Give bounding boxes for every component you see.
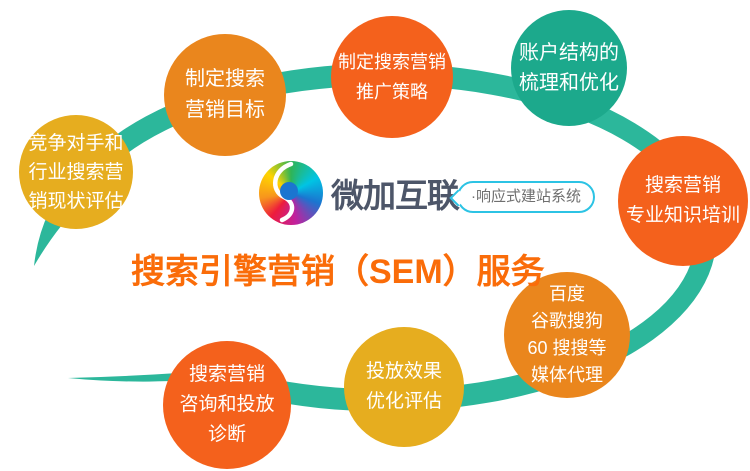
brand-tagline-bubble: ·响应式建站系统 <box>449 181 595 213</box>
step-label: 百度 谷歌搜狗 60 搜搜等 媒体代理 <box>527 284 607 385</box>
step-circle-goal-setting: 制定搜索 营销目标 <box>164 34 286 156</box>
step-circle-effect-evaluation: 投放效果 优化评估 <box>344 327 464 447</box>
step-circle-consulting-diagnosis: 搜索营销 咨询和投放 诊断 <box>163 341 291 469</box>
step-circle-knowledge-training: 搜索营销 专业知识培训 <box>618 136 748 266</box>
step-circle-promotion-strategy: 制定搜索营销 推广策略 <box>331 16 453 138</box>
step-label: 制定搜索营销 推广策略 <box>338 52 446 102</box>
step-label: 搜索营销 咨询和投放 诊断 <box>179 364 275 445</box>
brand-tagline: ·响应式建站系统 <box>471 188 581 205</box>
step-circle-account-structure: 账户结构的 梳理和优化 <box>511 10 627 126</box>
step-label: 制定搜索 营销目标 <box>185 68 265 121</box>
step-circle-competitor-evaluation: 竞争对手和 行业搜索营 销现状评估 <box>19 115 133 229</box>
step-label: 投放效果 优化评估 <box>365 361 442 412</box>
step-circle-media-agency: 百度 谷歌搜狗 60 搜搜等 媒体代理 <box>504 272 630 398</box>
step-label: 账户结构的 梳理和优化 <box>519 42 619 94</box>
step-label: 竞争对手和 行业搜索营 销现状评估 <box>28 132 124 212</box>
brand-name: 微加互联 <box>331 177 460 214</box>
logo-swirl-detail <box>273 161 298 223</box>
brand-swirl-logo-icon <box>259 161 323 225</box>
step-label: 搜索营销 专业知识培训 <box>625 175 740 226</box>
page-title: 搜索引擎营销（SEM）服务 <box>131 253 545 291</box>
